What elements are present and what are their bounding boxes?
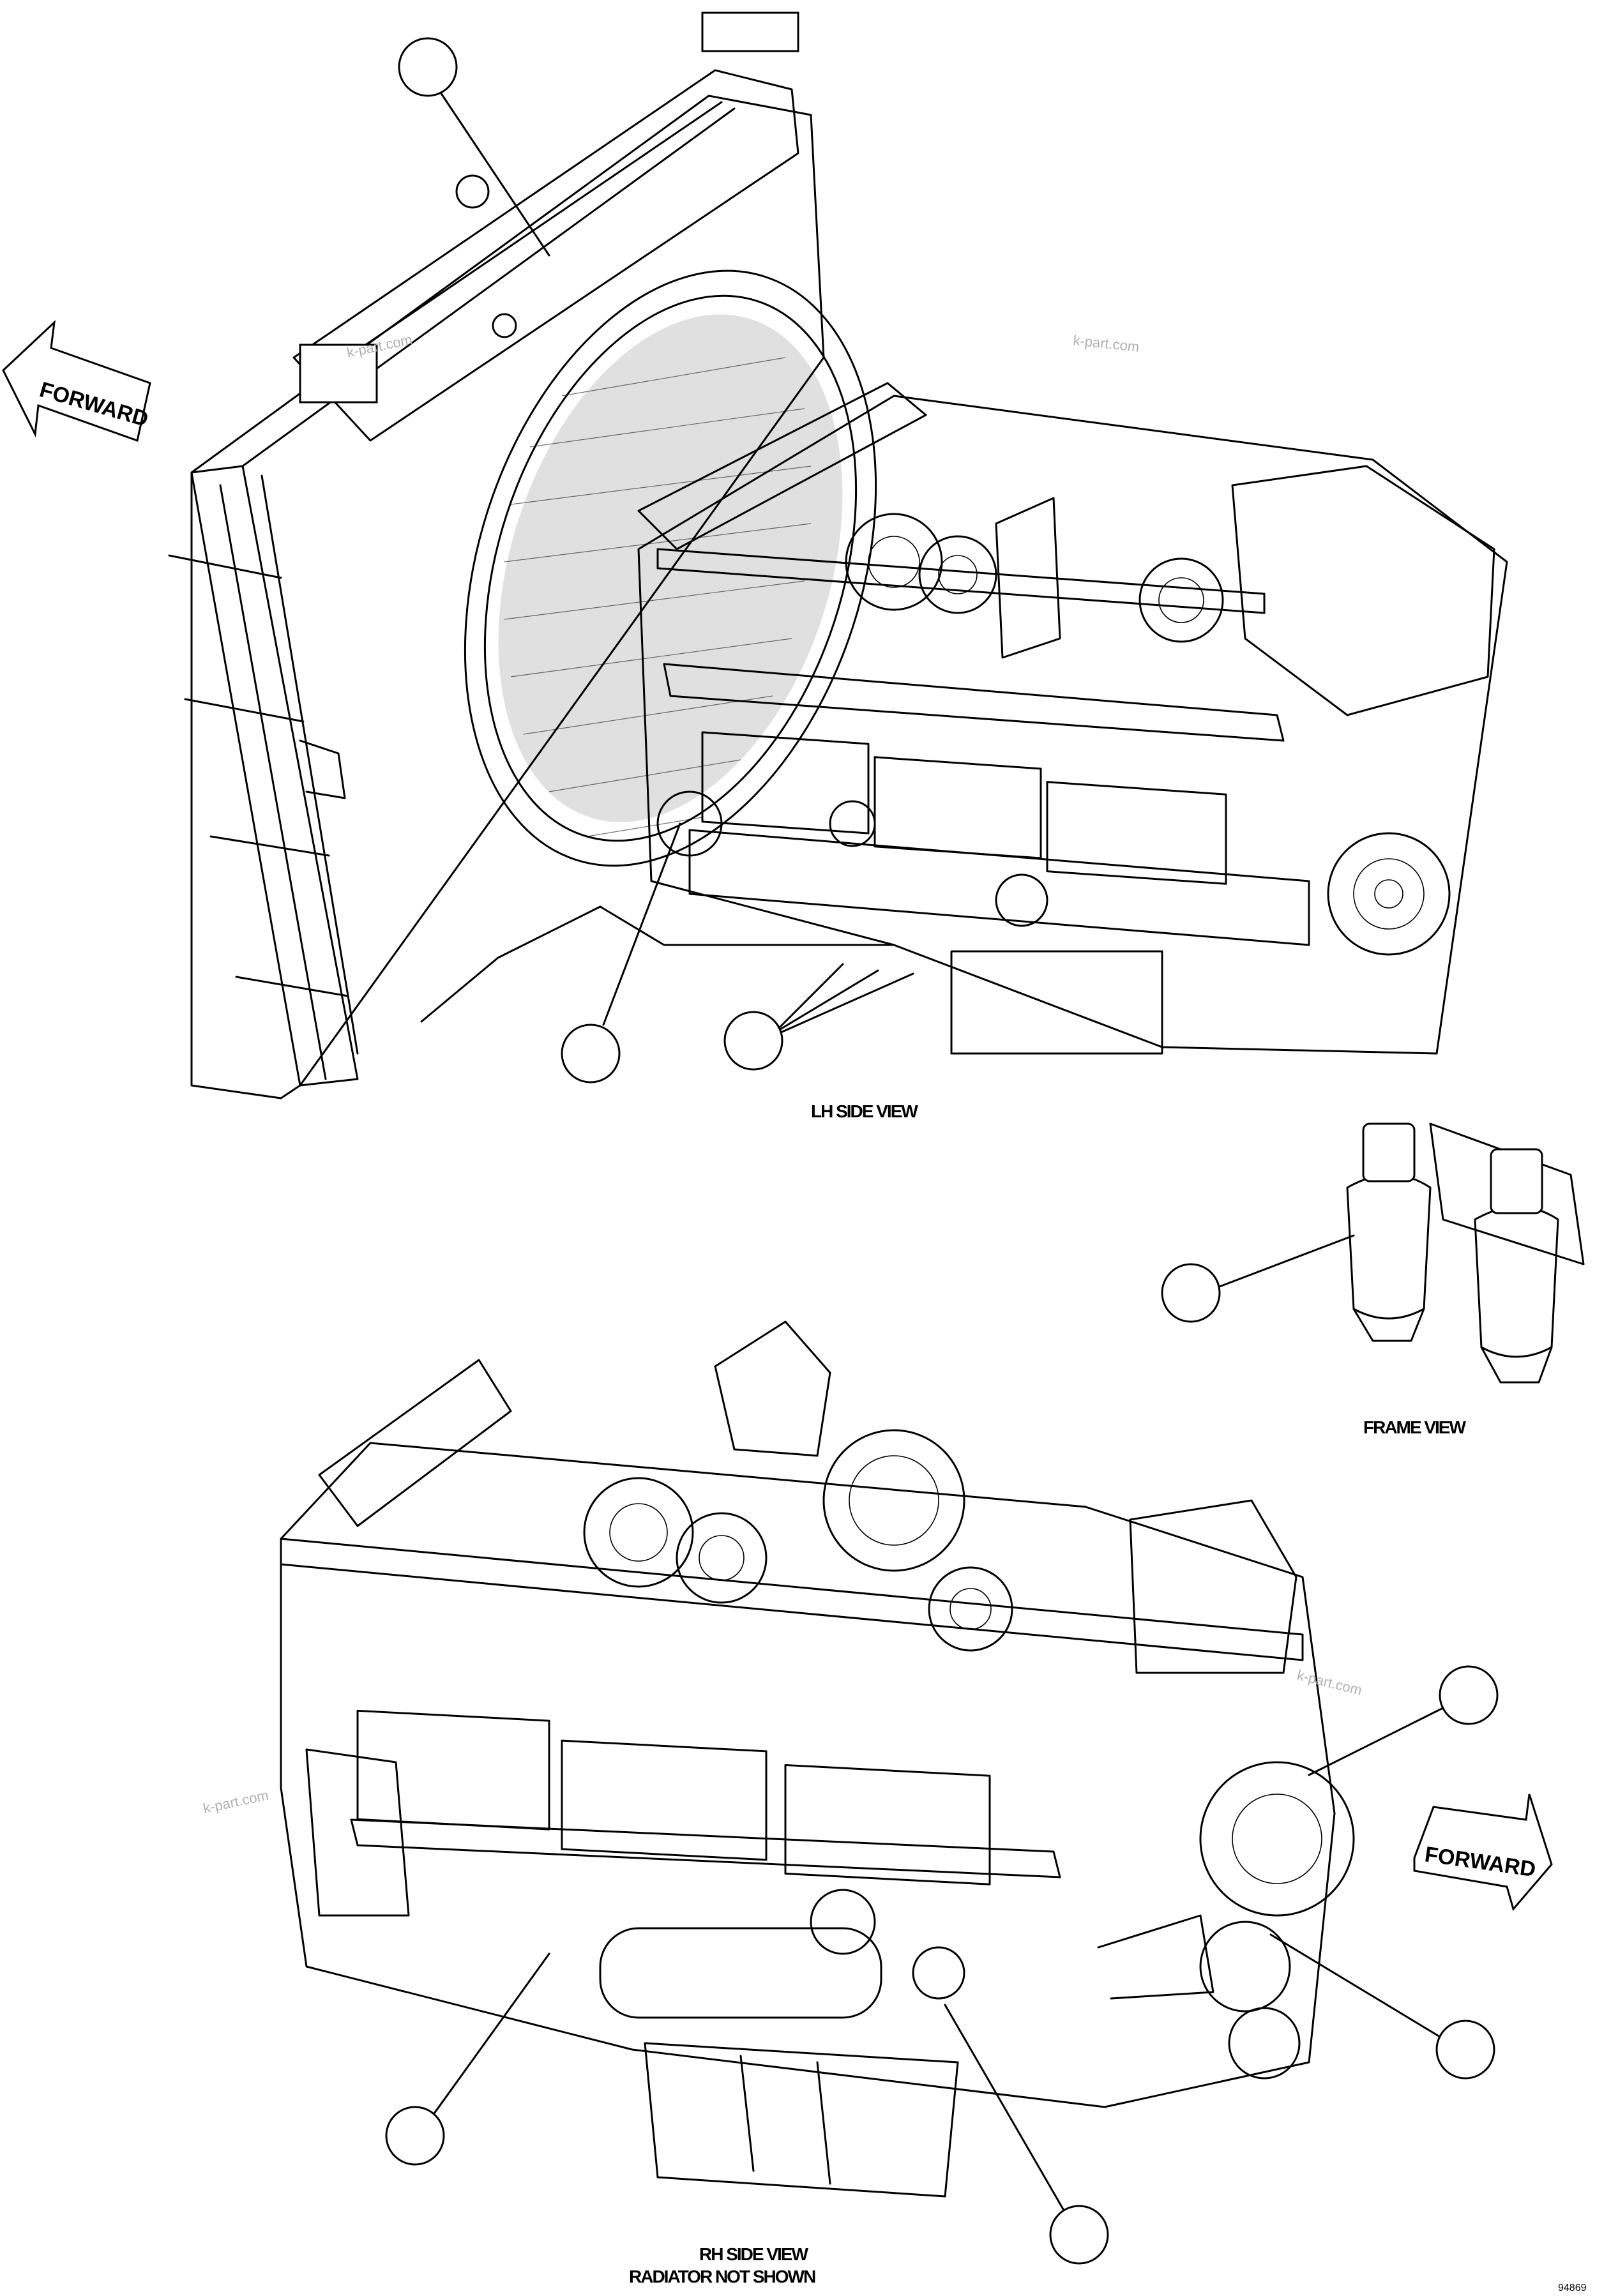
callout-lh-1: [398, 37, 550, 257]
lh-side-view-label: LH SIDE VIEW: [811, 1101, 918, 1121]
callout-rh-1: [1308, 1665, 1499, 1776]
frame-view: FRAME VIEW: [1161, 1122, 1585, 1437]
radiator-not-shown-note: RADIATOR NOT SHOWN: [629, 2267, 815, 2286]
forward-arrow-top: FORWARD: [2, 320, 151, 442]
frame-view-label: FRAME VIEW: [1363, 1417, 1466, 1437]
callout-rh-3: [385, 1952, 550, 2166]
forward-arrow-bottom: FORWARD: [1413, 1794, 1553, 1912]
engine-rh: [280, 1320, 1355, 2198]
fuel-filter-right: [1474, 1148, 1559, 1384]
callout-lh-2: [561, 822, 681, 1084]
engine-lh: [637, 382, 1508, 1055]
watermark-2: k-part.com: [1072, 332, 1140, 355]
radiator: [168, 11, 895, 1099]
callout-lh-3: [723, 963, 914, 1071]
figure-code: 94869: [1558, 2283, 1587, 2293]
rh-side-view-label: RH SIDE VIEW: [699, 2244, 808, 2264]
callout-rh-4: [944, 2004, 1109, 2265]
rh-side-view: FORWARD RH SIDE VIEW RADIATOR NOT SHOWN: [280, 1320, 1553, 2286]
fuel-filter-left: [1346, 1122, 1432, 1342]
watermark-4: k-part.com: [202, 1787, 270, 1816]
watermark-3: k-part.com: [1296, 1667, 1364, 1698]
callout-rh-2: [1269, 1933, 1495, 2080]
callout-frame-1: [1161, 1234, 1355, 1323]
lh-side-view: FORWARD LH SIDE VIEW: [2, 11, 1508, 1121]
